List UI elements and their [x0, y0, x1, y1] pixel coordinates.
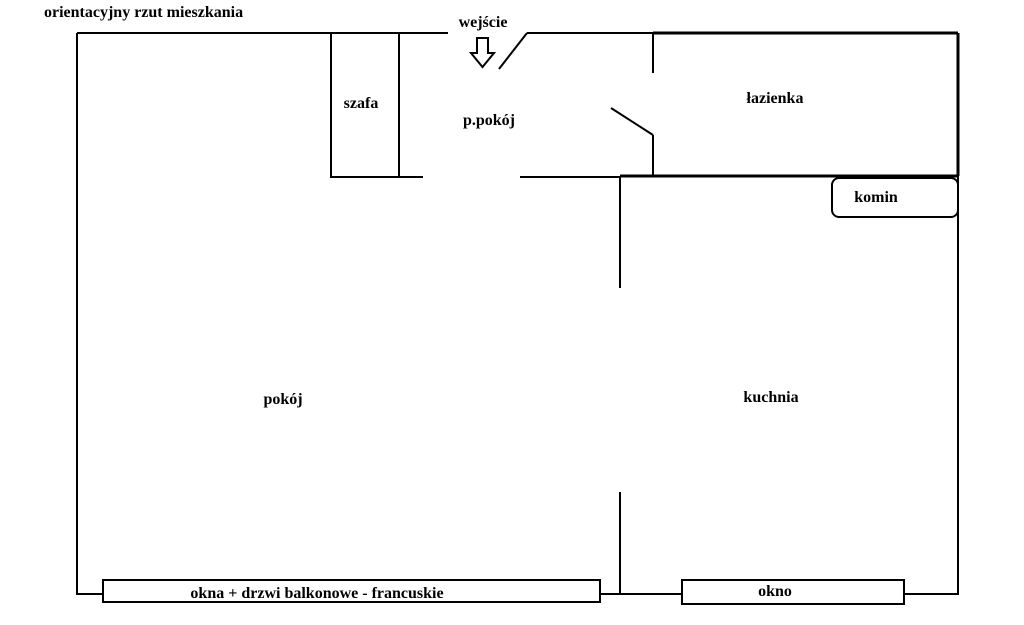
entrance-label: wejście [458, 14, 508, 31]
chimney-box [831, 177, 959, 218]
kitchen-window [681, 579, 905, 605]
living-room-window-label: okna + drzwi balkonowe - francuskie [190, 585, 444, 602]
outer-wall-left [76, 33, 103, 595]
entrance-door-leaf [498, 32, 528, 70]
hallway-label: p.pokój [462, 112, 516, 129]
page-title: orientacyjny rzut mieszkania [44, 4, 244, 21]
bathroom-label: łazienka [746, 90, 804, 107]
bathroom-door-leaf [610, 107, 654, 136]
chimney-label: komin [854, 189, 898, 206]
kitchen-window-label: okno [758, 583, 792, 600]
kitchen-label: kuchnia [743, 389, 799, 406]
entrance-arrow-icon [468, 37, 497, 69]
living-room-label: pokój [263, 391, 303, 408]
kitchen-wall-bottom [619, 492, 682, 595]
wardrobe-outline [330, 33, 423, 178]
outer-wall-right [904, 33, 959, 595]
wardrobe-label: szafa [343, 95, 379, 112]
living-room-window [102, 579, 601, 603]
